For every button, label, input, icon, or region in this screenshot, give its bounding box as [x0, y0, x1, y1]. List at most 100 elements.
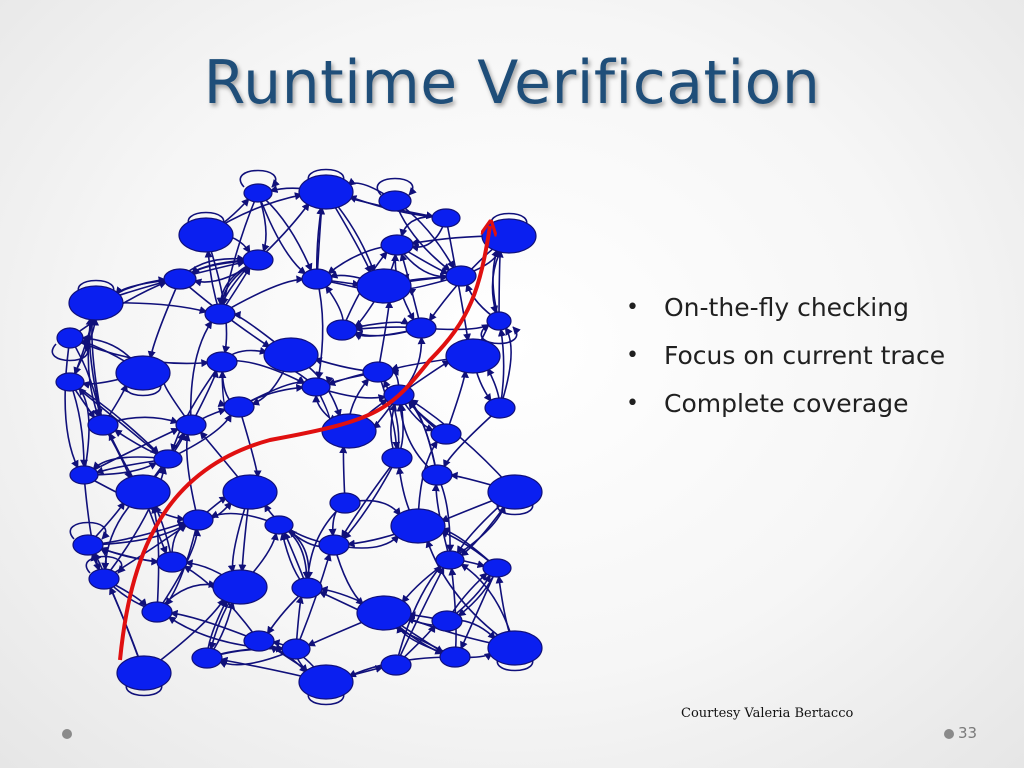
graph-node	[141, 601, 173, 623]
bullet-text: Complete coverage	[664, 389, 909, 418]
graph-edge	[257, 192, 307, 275]
graph-node	[163, 268, 197, 290]
graph-node	[431, 208, 461, 228]
graph-node	[301, 377, 331, 397]
graph-node	[115, 355, 171, 391]
graph-node	[291, 577, 323, 599]
graph-node	[484, 397, 516, 419]
graph-node	[182, 509, 214, 531]
graph-node	[72, 534, 104, 556]
graph-edge	[87, 317, 104, 426]
bullet-item: •Complete coverage	[626, 389, 909, 418]
graph-edge	[499, 326, 513, 409]
graph-node	[298, 174, 354, 210]
bullet-item: •On-the-fly checking	[626, 293, 909, 322]
graph-self-loop	[69, 521, 110, 540]
graph-node	[69, 465, 99, 485]
graph-node	[486, 311, 512, 331]
bullet-text: On-the-fly checking	[664, 293, 909, 322]
graph-node	[321, 413, 377, 449]
graph-node	[421, 464, 453, 486]
graph-node	[281, 638, 311, 660]
graph-node	[68, 285, 124, 321]
graph-edge	[395, 566, 445, 666]
graph-node	[206, 351, 238, 373]
graph-edge	[147, 278, 181, 360]
footer-dot-left	[62, 729, 72, 739]
graph-node	[191, 647, 223, 669]
graph-node	[243, 183, 273, 203]
graph-node	[405, 317, 437, 339]
graph-node	[178, 217, 234, 253]
graph-node	[362, 361, 394, 383]
graph-edge	[395, 565, 442, 666]
graph-node	[487, 474, 543, 510]
graph-node	[175, 414, 207, 436]
graph-self-loop	[480, 326, 521, 345]
graph-nodes	[55, 174, 543, 700]
graph-edge	[445, 217, 471, 342]
graph-node	[487, 630, 543, 666]
graph-self-loop	[51, 343, 92, 362]
graph-node	[223, 396, 255, 418]
graph-node	[115, 474, 171, 510]
graph-edge	[189, 320, 213, 426]
graph-edge	[238, 406, 262, 479]
graph-node	[356, 595, 412, 631]
graph-edge	[78, 387, 90, 476]
graph-node	[329, 492, 361, 514]
graph-edge	[64, 337, 79, 469]
graph-node	[263, 337, 319, 373]
graph-node	[222, 474, 278, 510]
graph-node	[445, 338, 501, 374]
graph-node	[431, 610, 463, 632]
page-number: 33	[958, 724, 978, 742]
graph-edge	[315, 278, 324, 380]
graph-node	[380, 654, 412, 676]
graph-node	[156, 551, 188, 573]
graph-edge	[343, 457, 398, 540]
bullet-item: •Focus on current trace	[626, 341, 946, 370]
graph-node	[204, 303, 236, 325]
graph-node	[87, 414, 119, 436]
graph-node	[378, 190, 412, 212]
graph-self-loop	[376, 177, 417, 196]
graph-node	[435, 550, 465, 570]
graph-node	[381, 447, 413, 469]
graph-edge	[220, 192, 259, 307]
state-graph-illustration	[51, 168, 543, 706]
graph-node	[390, 508, 446, 544]
graph-node	[55, 372, 85, 392]
graph-node	[482, 558, 512, 578]
graph-edge	[495, 249, 504, 322]
image-credit: Courtesy Valeria Bertacco	[681, 706, 854, 721]
graph-edge	[431, 483, 451, 561]
graph-node	[153, 449, 183, 469]
slide-title: Runtime Verification	[203, 48, 821, 118]
red-trace-arrow	[118, 226, 490, 661]
graph-self-loop	[239, 169, 280, 188]
graph-edge	[85, 317, 104, 426]
graph-node	[380, 234, 414, 256]
graph-node	[439, 646, 471, 668]
graph-node	[301, 268, 333, 290]
graph-node	[56, 327, 84, 349]
bullet-list: •On-the-fly checking •Focus on current t…	[622, 288, 962, 432]
graph-edge	[151, 505, 160, 613]
graph-node	[116, 655, 172, 691]
graph-node	[264, 515, 294, 535]
graph-edge	[377, 300, 394, 373]
graph-node	[298, 664, 354, 700]
graph-node	[88, 568, 120, 590]
graph-edge	[182, 432, 199, 521]
graph-node	[326, 319, 358, 341]
graph-node	[445, 265, 477, 287]
graph-edge	[103, 466, 167, 580]
graph-node	[243, 630, 275, 652]
graph-node	[356, 268, 412, 304]
bullet-text: Focus on current trace	[664, 341, 946, 370]
graph-edge	[443, 407, 501, 469]
graph-self-loop	[85, 555, 126, 574]
graph-node	[318, 534, 350, 556]
graph-node	[212, 569, 268, 605]
